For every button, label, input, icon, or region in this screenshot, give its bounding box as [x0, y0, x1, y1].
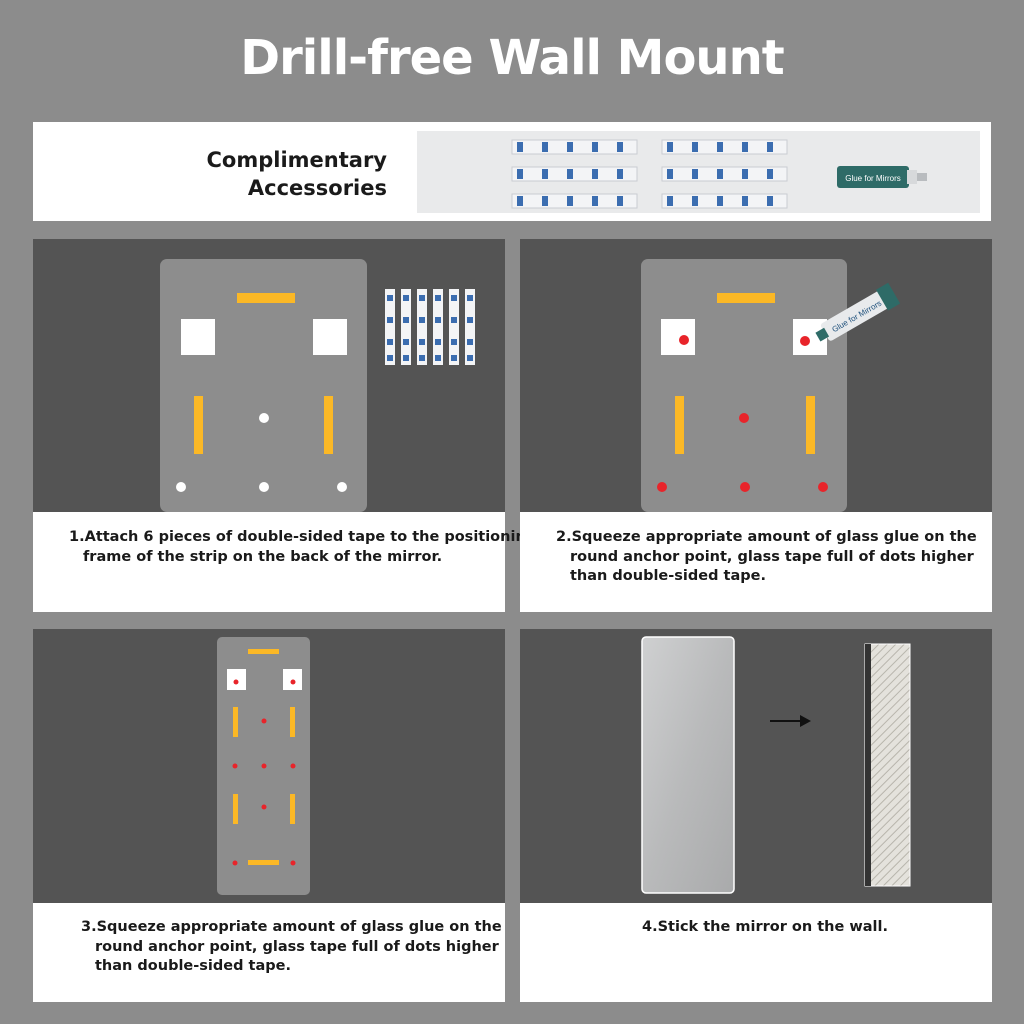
- tape-strips-icon: [385, 289, 475, 365]
- glue-dot: [740, 482, 750, 492]
- step-3-illustration: [33, 629, 505, 903]
- tape-strip: [248, 649, 279, 654]
- step-3-caption-line3: than double-sided tape.: [95, 958, 291, 974]
- mirror-front: [641, 636, 735, 894]
- tape-strip: [290, 707, 295, 737]
- step-4-panel: 4.Stick the mirror on the wall.: [520, 629, 992, 1002]
- step-4-illustration: [520, 629, 992, 903]
- tape-strip: [806, 396, 815, 454]
- tape-strip: [233, 707, 238, 737]
- arrow-right-icon: [770, 715, 811, 727]
- anchor-pad: [227, 669, 246, 690]
- step-2-panel: Glue for Mirrors 2.Squeeze appropriate a…: [520, 239, 992, 612]
- tape-strip: [233, 794, 238, 824]
- glue-dot: [818, 482, 828, 492]
- glue-dot: [290, 860, 296, 866]
- step-3-caption-line1: 3.Squeeze appropriate amount of glass gl…: [81, 919, 502, 935]
- mirror-mounted-on-wall: [864, 643, 911, 887]
- accessories-label: Complimentary Accessories: [183, 146, 387, 202]
- anchor-pad: [181, 319, 215, 355]
- glue-dot: [290, 763, 296, 769]
- accessories-illustration: Glue for Mirrors: [511, 139, 927, 209]
- step-3-caption: 3.Squeeze appropriate amount of glass gl…: [33, 918, 505, 977]
- tape-strip: [248, 860, 279, 865]
- step-1-panel: 1.Attach 6 pieces of double-sided tape t…: [33, 239, 537, 612]
- step-2-caption-line3: than double-sided tape.: [570, 568, 766, 584]
- mirror-edge: [865, 644, 871, 886]
- glue-dot: [290, 679, 296, 685]
- anchor-point: [259, 482, 269, 492]
- glue-dot: [800, 336, 810, 346]
- glue-tube-label: Glue for Mirrors: [845, 174, 901, 183]
- accessories-photo: Glue for Mirrors: [417, 131, 980, 213]
- accessories-label-line2: Accessories: [247, 176, 387, 200]
- glue-dot: [261, 718, 267, 724]
- page-title: Drill-free Wall Mount: [240, 30, 784, 86]
- tape-strip: [675, 396, 684, 454]
- accessories-label-line1: Complimentary: [206, 148, 387, 172]
- glue-dot: [232, 860, 238, 866]
- glue-dot: [739, 413, 749, 423]
- step-1-caption-line2: frame of the strip on the back of the mi…: [83, 548, 443, 565]
- step-2-caption-line1: 2.Squeeze appropriate amount of glass gl…: [556, 529, 977, 545]
- tape-strips-right: [661, 139, 788, 209]
- glue-dot: [233, 679, 239, 685]
- step-2-caption-line2: round anchor point, glass tape full of d…: [570, 548, 974, 565]
- anchor-point: [337, 482, 347, 492]
- glue-dot: [261, 763, 267, 769]
- glue-dot: [232, 763, 238, 769]
- step-3-panel: 3.Squeeze appropriate amount of glass gl…: [33, 629, 505, 1002]
- glue-dot: [261, 804, 267, 810]
- tape-strip: [194, 396, 203, 454]
- tape-strip: [324, 396, 333, 454]
- glue-dot: [679, 335, 689, 345]
- anchor-pad: [661, 319, 695, 355]
- tape-strip: [717, 293, 775, 303]
- tape-strips-left: [511, 139, 638, 209]
- tape-strip: [290, 794, 295, 824]
- anchor-point: [176, 482, 186, 492]
- step-2-caption: 2.Squeeze appropriate amount of glass gl…: [520, 528, 992, 587]
- anchor-point: [259, 413, 269, 423]
- step-1-illustration: [33, 239, 505, 512]
- glue-dot: [657, 482, 667, 492]
- tape-strip: [237, 293, 295, 303]
- step-2-illustration: Glue for Mirrors: [520, 239, 992, 512]
- step-1-caption: 1.Attach 6 pieces of double-sided tape t…: [33, 528, 537, 567]
- step-4-caption: 4.Stick the mirror on the wall.: [520, 918, 992, 938]
- step-3-caption-line2: round anchor point, glass tape full of d…: [95, 938, 499, 955]
- accessories-banner: Complimentary Accessories: [33, 122, 991, 221]
- step-1-caption-line1: 1.Attach 6 pieces of double-sided tape t…: [69, 529, 537, 545]
- step-4-caption-line1: 4.Stick the mirror on the wall.: [642, 919, 889, 935]
- anchor-pad: [283, 669, 302, 690]
- anchor-pad: [313, 319, 347, 355]
- glue-tube-icon: Glue for Mirrors: [837, 166, 927, 188]
